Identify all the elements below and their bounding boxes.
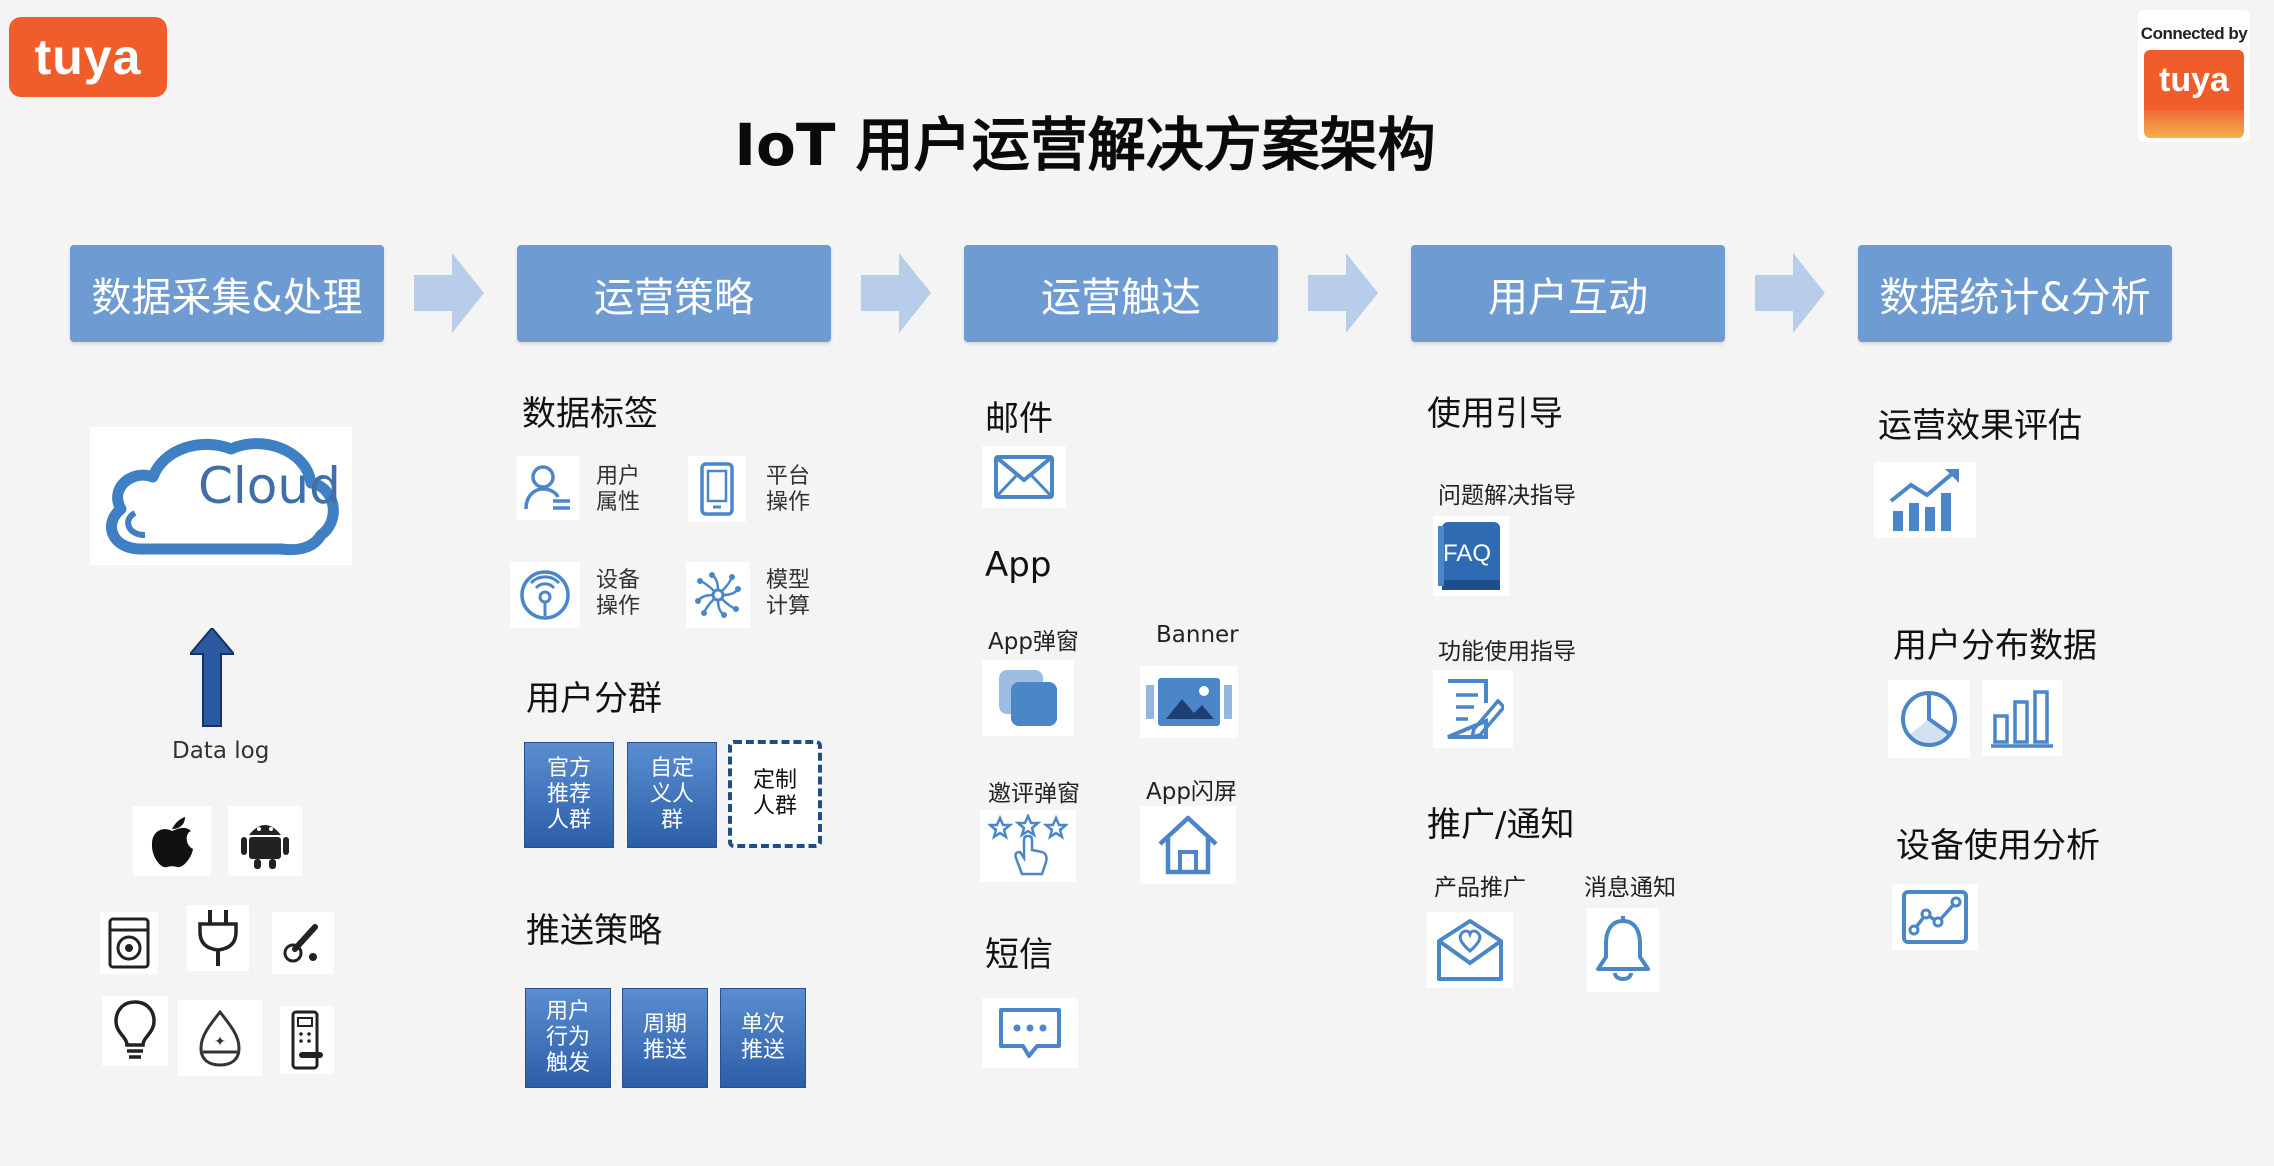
problem-guide-label: 问题解决指导 (1438, 483, 1576, 509)
stage-ops-strategy: 运营策略 (517, 245, 831, 342)
mail-icon (982, 446, 1066, 508)
tag-user-attr-label: 用户属性 (596, 464, 640, 516)
app-splash-label: App闪屏 (1146, 779, 1237, 805)
mail-heart-icon (1427, 912, 1513, 988)
android-icon (228, 806, 302, 876)
door-lock-icon (280, 1006, 334, 1074)
connected-by-label: Connected by (2140, 24, 2248, 43)
page-title: IoT 用户运营解决方案架构 (734, 111, 1436, 179)
faq-text: FAQ (1443, 540, 1492, 567)
tag-device-line2: 操作 (596, 594, 641, 619)
home-splash-icon (1140, 806, 1236, 884)
push-periodic-line2: 推送 (642, 1038, 687, 1063)
push-strategy-heading: 推送策略 (526, 911, 662, 951)
segmentation-heading: 用户分群 (526, 679, 662, 719)
stage-data-collection: 数据采集&处理 (70, 245, 384, 342)
feature-guide-label: 功能使用指导 (1438, 639, 1576, 665)
svg-text:✦: ✦ (214, 1034, 226, 1050)
tag-device-label: 设备操作 (596, 568, 640, 620)
segment-custom-block: 自定义人群 (627, 742, 717, 848)
connected-by-tuya-badge: Connected by tuya (2138, 10, 2250, 142)
usage-guide-heading: 使用引导 (1427, 394, 1563, 434)
sms-heading: 短信 (985, 935, 1053, 975)
flow-arrow-icon (1308, 253, 1378, 333)
push-periodic-line1: 周期 (642, 1012, 687, 1037)
washing-machine-icon (100, 912, 158, 974)
flow-arrow-icon (414, 253, 484, 333)
push-single-line1: 单次 (740, 1012, 785, 1037)
push-behavior-line2: 行为 (545, 1025, 590, 1050)
model-compute-icon (686, 562, 750, 628)
msg-notice-label: 消息通知 (1584, 875, 1676, 901)
seg-custom-line2: 义人 (649, 782, 694, 807)
product-promo-label: 产品推广 (1434, 875, 1526, 901)
cloud-icon: Cloud (90, 427, 352, 565)
tag-model-label: 模型计算 (766, 568, 810, 620)
push-behavior-line1: 用户 (545, 999, 590, 1024)
flow-arrow-icon (1755, 253, 1825, 333)
effect-eval-heading: 运营效果评估 (1878, 406, 2082, 446)
tag-platform-line1: 平台 (766, 464, 811, 489)
connected-logo-stripe (2144, 110, 2244, 138)
push-behavior-block: 用户行为触发 (525, 988, 611, 1088)
app-popup-icon (982, 660, 1074, 736)
thermometer-icon (272, 912, 334, 974)
banner-image-icon (1140, 666, 1238, 738)
segment-tailored-block: 定制人群 (728, 740, 822, 848)
tag-platform-label: 平台操作 (766, 464, 810, 516)
line-trend-icon (1892, 884, 1978, 950)
push-behavior-line3: 触发 (545, 1051, 590, 1076)
promo-notice-heading: 推广/通知 (1427, 805, 1575, 845)
app-popup-label: App弹窗 (988, 629, 1079, 655)
document-edit-icon (1433, 670, 1513, 748)
segment-official-block: 官方推荐人群 (524, 742, 614, 848)
seg-tailored-line2: 人群 (752, 794, 797, 819)
seg-custom-line3: 群 (660, 808, 683, 833)
rating-stars-icon (980, 810, 1076, 882)
rating-popup-label: 邀评弹窗 (988, 781, 1080, 807)
bar-chart-icon (1982, 680, 2062, 756)
pie-chart-icon (1888, 680, 1970, 758)
tag-user-line2: 属性 (596, 490, 641, 515)
sms-chat-icon (982, 998, 1078, 1068)
tag-device-line1: 设备 (596, 568, 641, 593)
seg-custom-line1: 自定 (649, 756, 694, 781)
seg-official-line1: 官方 (546, 756, 591, 781)
tag-model-line2: 计算 (766, 594, 811, 619)
stage-user-interaction: 用户互动 (1411, 245, 1725, 342)
cloud-label: Cloud (198, 457, 341, 515)
apple-icon (133, 806, 211, 876)
tuya-logo: tuya (9, 17, 167, 97)
push-single-line2: 推送 (740, 1038, 785, 1063)
growth-chart-icon (1874, 462, 1976, 538)
faq-icon: FAQ (1433, 516, 1509, 596)
bell-icon (1587, 908, 1659, 992)
data-log-label: Data log (172, 738, 270, 764)
tag-model-line1: 模型 (766, 568, 811, 593)
push-single-block: 单次推送 (720, 988, 806, 1088)
user-attribute-icon (517, 456, 579, 520)
device-analysis-heading: 设备使用分析 (1896, 826, 2100, 866)
seg-official-line2: 推荐 (546, 782, 591, 807)
tag-user-line1: 用户 (596, 464, 641, 489)
user-dist-heading: 用户分布数据 (1893, 626, 2097, 666)
email-heading: 邮件 (985, 399, 1053, 439)
app-heading: App (985, 545, 1052, 585)
light-bulb-icon (102, 996, 168, 1066)
upload-arrow-icon (190, 628, 234, 728)
data-tags-heading: 数据标签 (522, 394, 658, 434)
humidifier-icon: ✦ (178, 1000, 262, 1076)
seg-tailored-line1: 定制 (752, 768, 797, 793)
tag-platform-line2: 操作 (766, 490, 811, 515)
plug-icon (187, 905, 249, 971)
connected-tuya-logo: tuya (2144, 50, 2244, 110)
banner-label: Banner (1156, 622, 1239, 648)
device-signal-icon (510, 562, 580, 628)
stage-data-analysis: 数据统计&分析 (1858, 245, 2172, 342)
stage-ops-reach: 运营触达 (964, 245, 1278, 342)
push-periodic-block: 周期推送 (622, 988, 708, 1088)
seg-official-line3: 人群 (546, 808, 591, 833)
flow-arrow-icon (861, 253, 931, 333)
phone-platform-icon (688, 456, 746, 522)
